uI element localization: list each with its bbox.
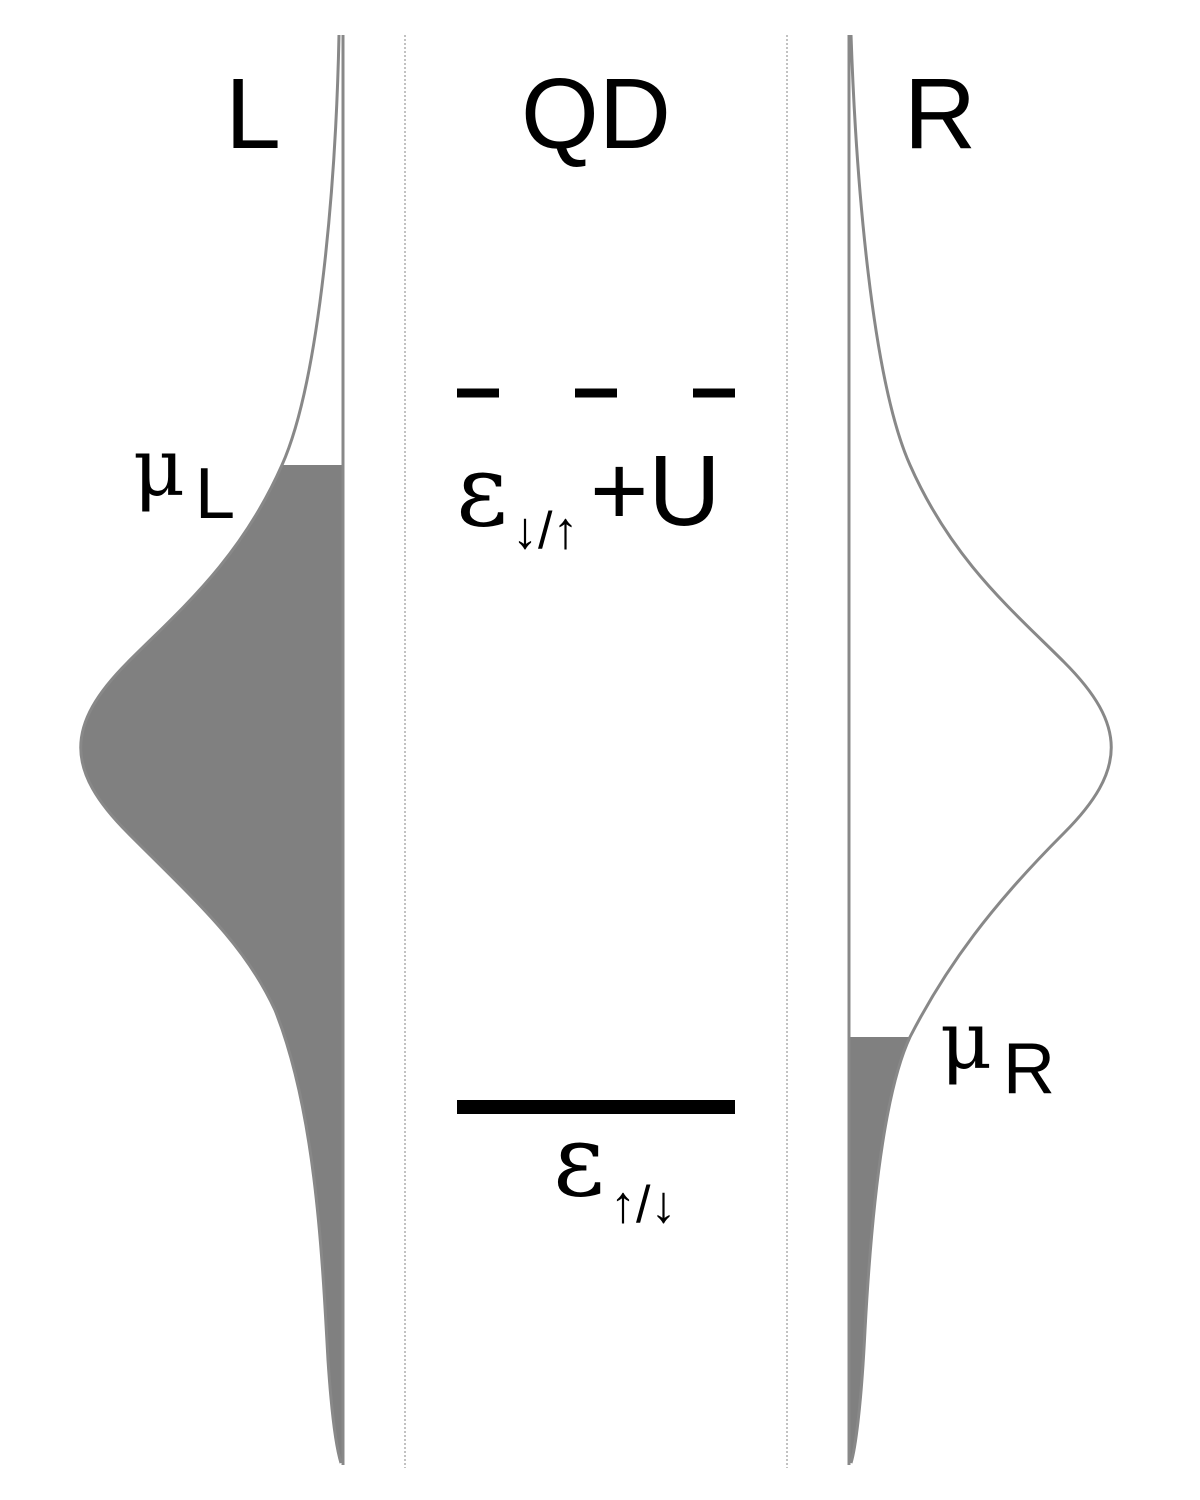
right-lead-label: R (904, 58, 976, 170)
upper-level-suffix: +U (590, 435, 721, 547)
dot-label: QD (521, 58, 671, 170)
mu-right-symbol: μ (940, 994, 992, 1087)
upper-level-subscript: ↓/↑ (512, 502, 578, 560)
right-lead-occupied-states (849, 1037, 910, 1463)
mu-left-symbol: μ (133, 421, 185, 514)
upper-level-epsilon: ε (456, 432, 508, 549)
mu-left-subscript: L (195, 454, 235, 534)
left-lead-occupied-states (80, 465, 343, 1463)
lower-level-subscript: ↑/↓ (610, 1176, 676, 1234)
right-lead-dos-curve (849, 34, 1113, 1464)
left-lead-dos-curve (79, 34, 343, 1464)
mu-right-subscript: R (1003, 1029, 1055, 1109)
lower-level-epsilon: ε (553, 1102, 605, 1219)
left-lead-label: L (225, 58, 281, 170)
